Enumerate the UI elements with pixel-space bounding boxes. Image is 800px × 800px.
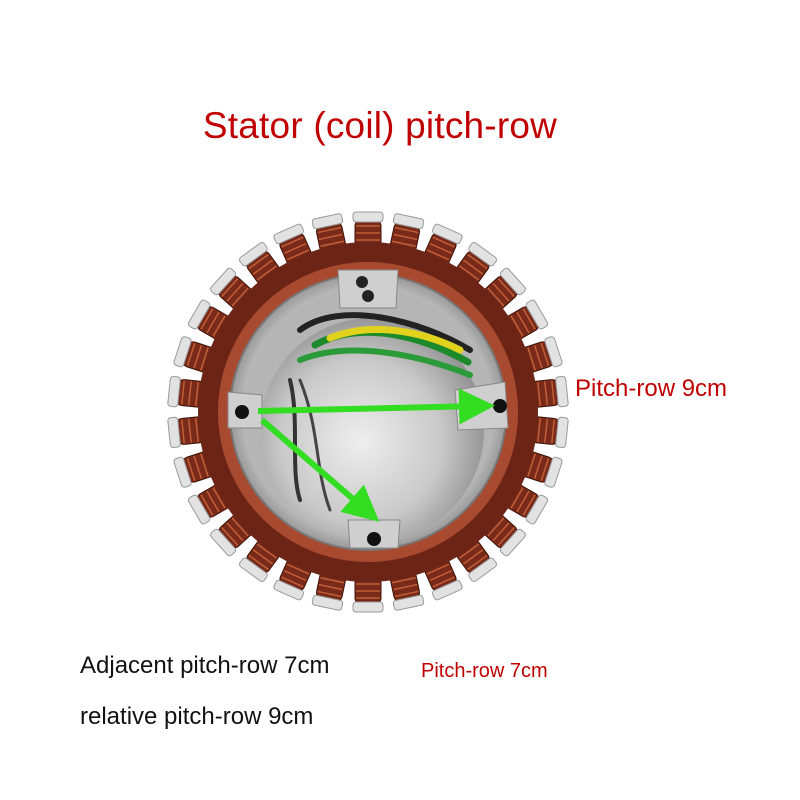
- relative-note: relative pitch-row 9cm: [80, 703, 314, 730]
- dome: [260, 318, 484, 542]
- pitch-7-label: Pitch-row 7cm: [421, 660, 548, 682]
- hole-bottom: [367, 532, 381, 546]
- page-title: Stator (coil) pitch-row: [202, 105, 558, 146]
- adjacent-note: Adjacent pitch-row 7cm: [80, 652, 330, 679]
- arrow-pitch-7: [260, 417, 380, 522]
- wires: [288, 312, 473, 512]
- hole-right: [493, 399, 507, 413]
- arrow-pitch-9: [257, 388, 495, 425]
- hole-left: [235, 405, 249, 419]
- pitch-9-label: Pitch-row 9cm: [575, 375, 728, 402]
- top-lug: [337, 269, 399, 309]
- hole-top-2: [362, 290, 374, 302]
- hole-top-1: [356, 276, 368, 288]
